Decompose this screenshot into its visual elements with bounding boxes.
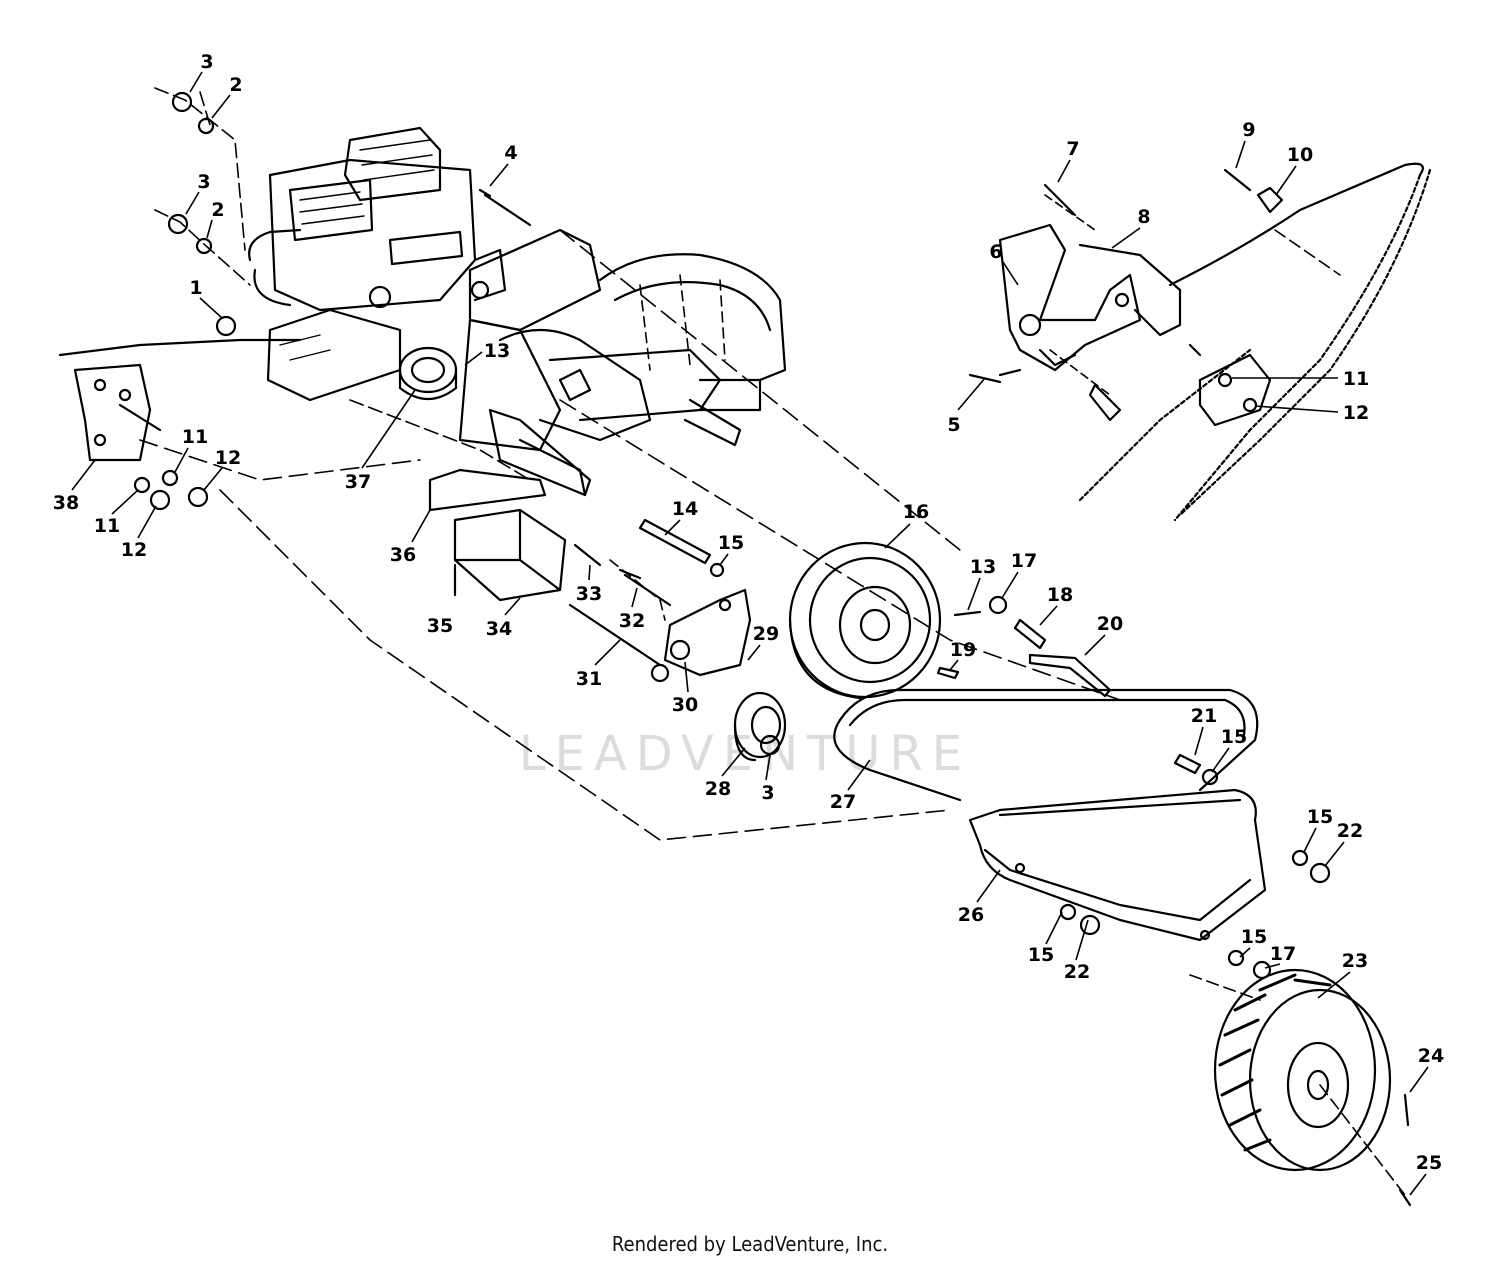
idler-bracket — [663, 588, 752, 677]
tine-shield — [1078, 162, 1432, 522]
callout-c-35: 35 — [427, 615, 453, 637]
bracket-38 — [73, 363, 162, 462]
callout-c-7: 7 — [1066, 138, 1079, 160]
bolt-9 — [1223, 168, 1252, 192]
callout-c-11-b: 11 — [94, 515, 120, 537]
callout-c-29: 29 — [753, 623, 779, 645]
pin-24 — [1403, 1093, 1410, 1127]
callout-c-34: 34 — [486, 618, 512, 640]
callout-c-28: 28 — [705, 778, 731, 800]
callout-c-2-b: 2 — [211, 199, 224, 221]
callout-c-32: 32 — [619, 610, 645, 632]
wheel-23 — [1189, 968, 1406, 1196]
callout-c-21: 21 — [1191, 705, 1217, 727]
bolt-33 — [573, 543, 602, 567]
callout-c-37: 37 — [345, 471, 371, 493]
callout-c-1: 1 — [189, 277, 202, 299]
idler-pulley-28 — [733, 691, 787, 762]
callout-c-19: 19 — [950, 639, 976, 661]
spacer-21 — [1173, 753, 1202, 775]
pin-13 — [953, 610, 982, 617]
callout-c-4: 4 — [504, 142, 517, 164]
callout-c-20: 20 — [1097, 613, 1123, 635]
callout-c-5: 5 — [947, 414, 960, 436]
footer-credit: Rendered by LeadVenture, Inc. — [611, 1232, 889, 1256]
callout-c-15-e: 15 — [1241, 926, 1267, 948]
watermark-text: LEADVENTURE — [519, 726, 971, 782]
callout-c-22-a: 22 — [1337, 820, 1363, 842]
callout-c-25: 25 — [1416, 1152, 1442, 1174]
bolt-7 — [1043, 183, 1077, 217]
callout-c-15-b: 15 — [1221, 726, 1247, 748]
callout-labels: 3 2 3 2 1 4 13 37 38 11 12 11 12 36 35 3… — [53, 51, 1444, 1174]
bolt-31 — [568, 603, 662, 667]
key-19 — [936, 666, 960, 680]
belt-cover-26 — [968, 788, 1267, 942]
knob-10 — [1256, 186, 1284, 214]
callout-leaders — [71, 71, 1429, 1196]
callout-c-3-b: 3 — [197, 171, 210, 193]
callout-c-12-c: 12 — [1343, 402, 1369, 424]
callout-c-30: 30 — [672, 694, 698, 716]
shaft-14 — [638, 518, 712, 565]
callout-c-22-b: 22 — [1064, 961, 1090, 983]
callout-c-16: 16 — [903, 501, 929, 523]
engine-pulley-37 — [398, 346, 458, 400]
callout-c-14: 14 — [672, 498, 698, 520]
callout-c-15-d: 15 — [1028, 944, 1054, 966]
tiller-frame — [58, 228, 787, 621]
callout-c-23: 23 — [1342, 950, 1368, 972]
depth-bar-bracket — [968, 194, 1202, 422]
callout-c-3-a: 3 — [200, 51, 213, 73]
callout-c-13-a: 13 — [484, 340, 510, 362]
callout-c-38: 38 — [53, 492, 79, 514]
callout-c-36: 36 — [390, 544, 416, 566]
bolt-32 — [618, 568, 672, 607]
callout-c-26: 26 — [958, 904, 984, 926]
callout-c-27: 27 — [830, 791, 856, 813]
spacer-18 — [1013, 618, 1047, 650]
callout-c-18: 18 — [1047, 584, 1073, 606]
callout-c-2-a: 2 — [229, 74, 242, 96]
callout-c-13-b: 13 — [970, 556, 996, 578]
callout-c-24: 24 — [1418, 1045, 1444, 1067]
belt-path-leaders — [139, 229, 1121, 841]
callout-c-17-a: 17 — [1011, 550, 1037, 572]
callout-c-9: 9 — [1242, 119, 1255, 141]
callout-c-3-c: 3 — [761, 782, 774, 804]
drive-belt-27 — [833, 688, 1259, 802]
callout-c-15-c: 15 — [1307, 806, 1333, 828]
bolt-4 — [478, 188, 532, 227]
callout-c-8: 8 — [1137, 206, 1150, 228]
callout-c-33: 33 — [576, 583, 602, 605]
callout-c-6: 6 — [989, 241, 1002, 263]
callout-c-17-b: 17 — [1270, 943, 1296, 965]
callout-c-10: 10 — [1287, 144, 1313, 166]
callout-c-12-b: 12 — [121, 539, 147, 561]
callout-c-12-a: 12 — [215, 447, 241, 469]
bracket-20 — [1028, 653, 1112, 698]
callout-c-15-a: 15 — [718, 532, 744, 554]
callout-c-31: 31 — [576, 668, 602, 690]
callout-c-11-a: 11 — [182, 426, 208, 448]
clip-25 — [1398, 1188, 1412, 1207]
callout-c-11-c: 11 — [1343, 368, 1369, 390]
